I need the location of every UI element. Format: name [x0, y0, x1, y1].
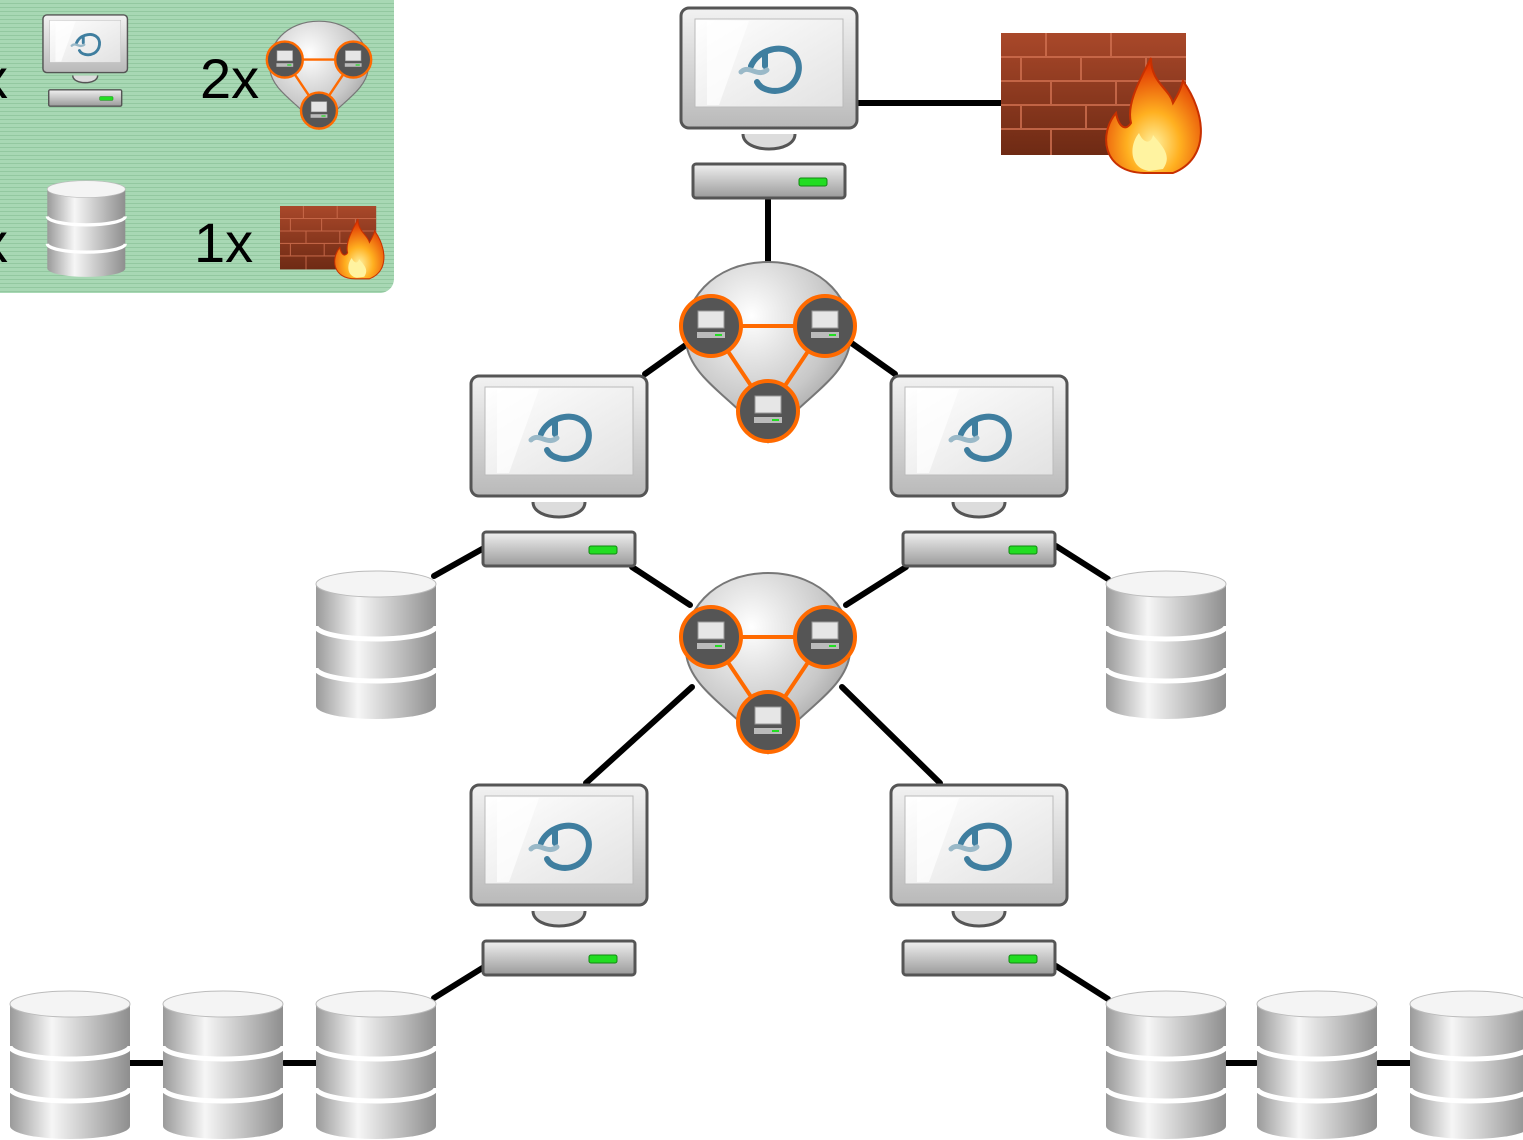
legend-database-count: x: [0, 211, 8, 274]
database-bottom-left-1[interactable]: [10, 991, 130, 1139]
database-bottom-right-1[interactable]: [1106, 991, 1226, 1139]
legend-panel: x 2x x 1x: [0, 0, 394, 293]
link-server-db-left: [431, 545, 487, 579]
database-bottom-left-2[interactable]: [163, 991, 283, 1139]
server-icon: [41, 13, 129, 108]
database-mid-right[interactable]: [1106, 571, 1226, 719]
legend-server-count: x: [0, 47, 8, 110]
link-cluster2-server-right: [839, 684, 943, 786]
cluster-upper[interactable]: [681, 262, 855, 442]
legend-firewall-count: 1x: [194, 211, 253, 274]
server-mid-right[interactable]: [891, 376, 1067, 566]
link-server-cluster2-left: [629, 564, 693, 608]
database-mid-left[interactable]: [316, 571, 436, 719]
legend-cluster-count: 2x: [200, 47, 259, 110]
links: [127, 100, 1413, 1066]
server-top[interactable]: [681, 8, 857, 198]
database-bottom-right-3[interactable]: [1410, 991, 1523, 1139]
link-server-db-bottom-left: [431, 964, 487, 1001]
database-bottom-right-2[interactable]: [1257, 991, 1377, 1139]
link-cluster2-server-left: [583, 684, 695, 786]
link-server-db-bottom-right: [1053, 963, 1111, 1002]
link-cluster-server-left: [642, 339, 693, 377]
link-server-cluster2-right: [843, 564, 909, 608]
server-mid-left[interactable]: [471, 376, 647, 566]
firewall[interactable]: [1000, 32, 1202, 174]
database-icon: [45, 179, 127, 279]
database-bottom-left-3[interactable]: [316, 991, 436, 1139]
server-bottom-right[interactable]: [891, 785, 1067, 975]
link-cluster-server-right: [847, 339, 898, 377]
link-server-db-right: [1053, 543, 1111, 582]
firewall-icon: [279, 205, 385, 280]
cluster-lower[interactable]: [681, 573, 855, 753]
server-bottom-left[interactable]: [471, 785, 647, 975]
